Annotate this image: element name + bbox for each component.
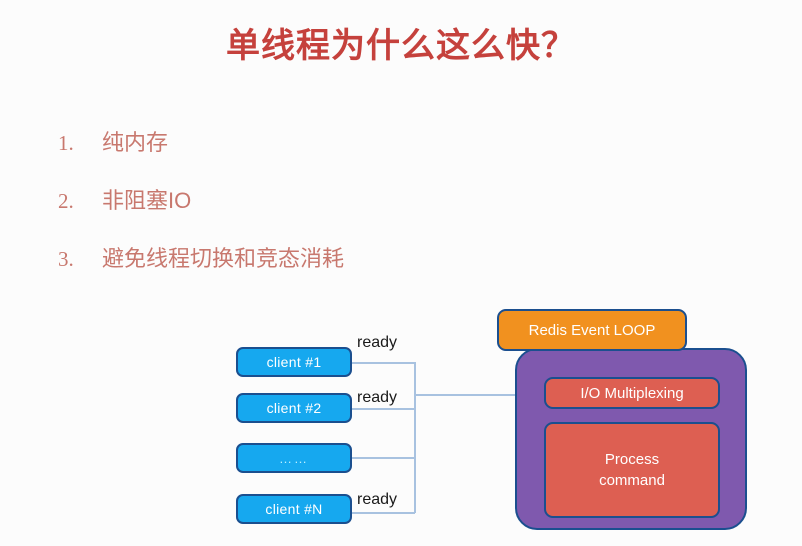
client-box-label: client #1 <box>266 354 322 370</box>
ready-label-2: ready <box>357 389 398 406</box>
process-command-line-2: command <box>599 472 665 489</box>
ready-label-3: ready <box>357 491 398 508</box>
client-box-label: …… <box>279 450 309 466</box>
client-box-ellipsis[interactable]: …… <box>236 443 352 473</box>
client-box-label: client #N <box>265 501 323 517</box>
connector-client-2 <box>352 408 415 410</box>
ready-label-1: ready <box>357 334 398 351</box>
process-command-label: Process command <box>599 449 665 491</box>
connector-client-n <box>352 512 415 514</box>
list-item-number: 2. <box>58 189 74 213</box>
reason-list: 1. 纯内存 2. 非阻塞IO 3. 避免线程切换和竞态消耗 <box>58 128 578 302</box>
io-multiplexing-label: I/O Multiplexing <box>580 384 684 402</box>
redis-event-loop-title-label: Redis Event LOOP <box>528 321 656 339</box>
client-box-2[interactable]: client #2 <box>236 393 352 423</box>
list-item-label: 非阻塞IO <box>102 188 192 213</box>
list-item: 3. 避免线程切换和竞态消耗 <box>58 244 578 274</box>
process-command-line-1: Process <box>604 451 660 468</box>
list-item-number: 1. <box>58 131 74 155</box>
connector-client-1 <box>352 362 415 364</box>
connector-client-3 <box>352 457 415 459</box>
process-command-box[interactable]: Process command <box>544 422 720 518</box>
client-box-n[interactable]: client #N <box>236 494 352 524</box>
page-title: 单线程为什么这么快？ <box>226 27 576 65</box>
list-item: 1. 纯内存 <box>58 128 578 158</box>
client-box-label: client #2 <box>266 400 322 416</box>
list-item-label: 纯内存 <box>102 130 169 155</box>
list-item-number: 3. <box>58 247 74 271</box>
list-item-label: 避免线程切换和竞态消耗 <box>102 246 345 271</box>
redis-event-loop-title: Redis Event LOOP <box>497 309 687 351</box>
client-box-1[interactable]: client #1 <box>236 347 352 377</box>
connector-bus <box>414 362 416 513</box>
list-item: 2. 非阻塞IO <box>58 186 578 216</box>
io-multiplexing-box[interactable]: I/O Multiplexing <box>544 377 720 409</box>
connector-to-event-loop <box>414 394 529 396</box>
